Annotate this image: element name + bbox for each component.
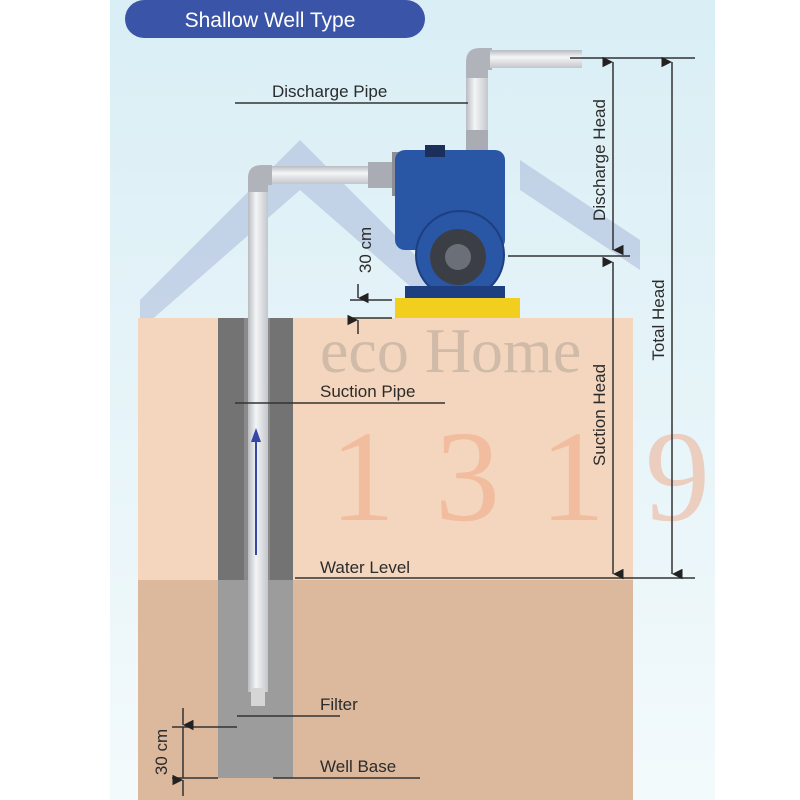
label-pump-clearance: 30 cm [356,227,375,273]
filter [251,688,265,706]
discharge-elbow [466,48,492,78]
pipe-fitting [368,162,392,188]
label-well-base: Well Base [320,757,396,776]
label-suction-head: Suction Head [590,364,609,466]
label-suction-pipe: Suction Pipe [320,382,415,401]
title-badge [125,0,425,38]
label-discharge-pipe: Discharge Pipe [272,82,387,101]
label-total-head: Total Head [649,279,668,360]
page-title: Shallow Well Type [185,9,356,32]
discharge-horizontal-pipe [490,50,582,68]
label-filter: Filter [320,695,358,714]
dimension-lines [172,56,695,796]
pump [395,145,505,300]
suction-elbow [248,165,272,192]
flow-arrowhead-icon [251,428,261,442]
label-discharge-head: Discharge Head [590,99,609,221]
suction-horizontal-pipe [272,166,370,184]
label-water-level: Water Level [320,558,410,577]
pump-base [395,298,520,318]
watermark-line1: eco Home [320,315,581,386]
watermark-line2: 1319 [330,405,750,549]
label-filter-clearance: 30 cm [152,729,171,775]
